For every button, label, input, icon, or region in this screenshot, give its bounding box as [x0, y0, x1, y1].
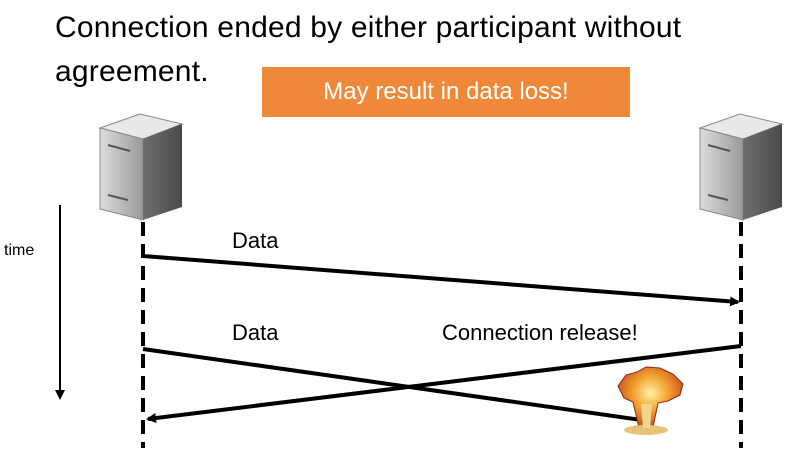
message-release-arrow [146, 344, 742, 423]
message-data-label: Data [232, 228, 279, 253]
warning-text: May result in data loss! [323, 78, 569, 105]
time-axis-label: time [4, 242, 35, 259]
server-left-icon [98, 113, 184, 221]
server-right-icon [698, 113, 784, 221]
message-data-lost-label: Data [232, 320, 279, 345]
message-release-label: Connection release! [442, 320, 638, 345]
message-data-arrow [142, 254, 740, 307]
message-data-lost-arrow [142, 347, 650, 425]
warning-box: May result in data loss! [262, 67, 630, 117]
explosion-icon [617, 366, 684, 435]
slide-title: Connection ended by either participant w… [55, 11, 682, 88]
